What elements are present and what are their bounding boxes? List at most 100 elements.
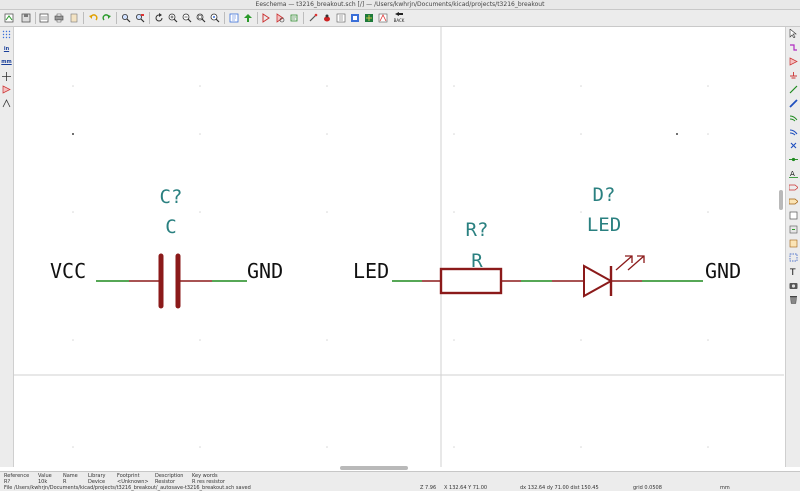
status-value-description: Resistor [155,479,175,485]
place-net-label-icon[interactable]: A [788,168,799,179]
cvpcb-icon[interactable] [349,11,361,24]
window-title: Eeschema — t3216_breakout.sch [/] — /Use… [255,1,545,8]
find-icon[interactable] [120,11,132,24]
find-replace-icon[interactable] [134,11,146,24]
led-triangle [583,264,614,298]
netlist-icon[interactable] [321,11,333,24]
highlight-net-icon[interactable] [788,42,799,53]
delete-icon[interactable] [788,294,799,305]
status-header-reference: Reference [4,473,30,479]
erc-icon[interactable] [307,11,319,24]
capacitor-value[interactable]: C [165,216,176,238]
net-label-vcc[interactable]: VCC [50,259,86,283]
status-grid: grid 0.0508 [633,485,662,491]
horizontal-scrollbar[interactable] [340,466,408,470]
net-label-gnd-2[interactable]: GND [705,259,741,283]
led-reference[interactable]: D? [593,184,616,206]
place-text-icon[interactable]: T [788,266,799,277]
status-header-name: Name [63,473,78,479]
status-value-footprint: <Unknown> [117,479,149,485]
units-mm-button[interactable]: mm [1,56,12,67]
status-cursor-xy: X 132.64 Y 71.00 [444,485,488,491]
library-editor-icon[interactable] [260,11,272,24]
grid-toggle-icon[interactable] [1,29,12,40]
place-wire-icon[interactable] [788,84,799,95]
resistor-body [439,267,503,295]
place-bus-icon[interactable] [788,98,799,109]
status-value-reference: R? [4,479,11,485]
svg-text:A: A [790,170,795,178]
library-browser-icon[interactable] [274,11,286,24]
net-label-gnd-1[interactable]: GND [247,259,283,283]
back-button[interactable]: BACK [392,11,406,24]
place-graphic-line-icon[interactable] [788,252,799,263]
right-toolbar: A T [785,27,800,467]
zoom-selection-icon[interactable] [209,11,221,24]
redo-icon[interactable] [101,11,113,24]
print-icon[interactable] [53,11,65,24]
undo-icon[interactable] [87,11,99,24]
status-value-name: R [63,479,67,485]
netlist-icon[interactable] [377,11,389,24]
plot-icon[interactable] [68,11,80,24]
zoom-fit-icon[interactable] [195,11,207,24]
place-junction-icon[interactable] [788,154,799,165]
place-global-label-icon[interactable] [788,182,799,193]
back-label: BACK [393,18,405,23]
place-hierarchical-label-icon[interactable] [788,196,799,207]
status-zoom: Z 7.96 [420,485,437,491]
bus-entry-angle-icon[interactable] [1,98,12,109]
cursor-shape-icon[interactable] [1,71,12,82]
place-power-icon[interactable] [788,70,799,81]
redraw-icon[interactable] [153,11,165,24]
schematic-drawing: C? C R? R D? LED VCC GND LED GND [14,27,784,467]
resistor-reference[interactable]: R? [466,219,489,241]
page-settings-icon[interactable] [38,11,50,24]
units-mm-label: mm [1,58,12,65]
status-message: File /Users/kwhrjn/Documents/kicad/proje… [4,485,251,491]
resistor-value[interactable]: R [471,250,483,272]
status-header-footprint: Footprint [117,473,140,479]
status-header-library: Library [88,473,106,479]
resistor-symbol [392,267,552,295]
import-sheet-pin-icon[interactable] [788,224,799,235]
pcbnew-icon[interactable] [363,11,375,24]
bom-icon[interactable] [335,11,347,24]
status-delta: dx 132.64 dy 71.00 dist 150.45 [520,485,599,491]
capacitor-symbol [96,253,247,309]
select-arrow-icon[interactable] [788,28,799,39]
grid-dots [72,85,709,448]
status-header-value: Value [38,473,52,479]
hidden-pins-icon[interactable] [1,84,12,95]
new-sheet-icon[interactable] [3,11,15,24]
hierarchy-navigator-icon[interactable] [228,11,240,24]
place-component-icon[interactable] [788,56,799,67]
status-value-library: Device [88,479,106,485]
leave-sheet-icon[interactable] [242,11,254,24]
led-symbol [552,255,703,298]
svg-text:T: T [789,268,796,276]
bus-to-bus-entry-icon[interactable] [788,126,799,137]
status-header-keywords: Key words [192,473,218,479]
no-connect-icon[interactable] [788,140,799,151]
title-bar: Eeschema — t3216_breakout.sch [/] — /Use… [0,0,800,10]
place-sheet-pin-icon[interactable] [788,238,799,249]
status-units: mm [720,485,730,491]
units-inch-button[interactable]: in [1,43,12,54]
save-icon[interactable] [20,11,32,24]
capacitor-reference[interactable]: C? [160,186,183,208]
net-label-led[interactable]: LED [353,259,389,283]
led-emission-arrows [615,255,645,271]
zoom-out-icon[interactable] [181,11,193,24]
status-bar: Reference Value Name Library Footprint D… [0,471,800,491]
schematic-canvas[interactable]: C? C R? R D? LED VCC GND LED GND [14,27,784,467]
led-value[interactable]: LED [587,214,621,236]
zoom-in-icon[interactable] [167,11,179,24]
annotate-icon[interactable] [288,11,300,24]
place-sheet-icon[interactable] [788,210,799,221]
wire-to-bus-entry-icon[interactable] [788,112,799,123]
vertical-scrollbar[interactable] [779,190,783,210]
place-image-icon[interactable] [788,280,799,291]
status-value-value: 10k [38,479,48,485]
main-toolbar: BACK [0,10,800,27]
